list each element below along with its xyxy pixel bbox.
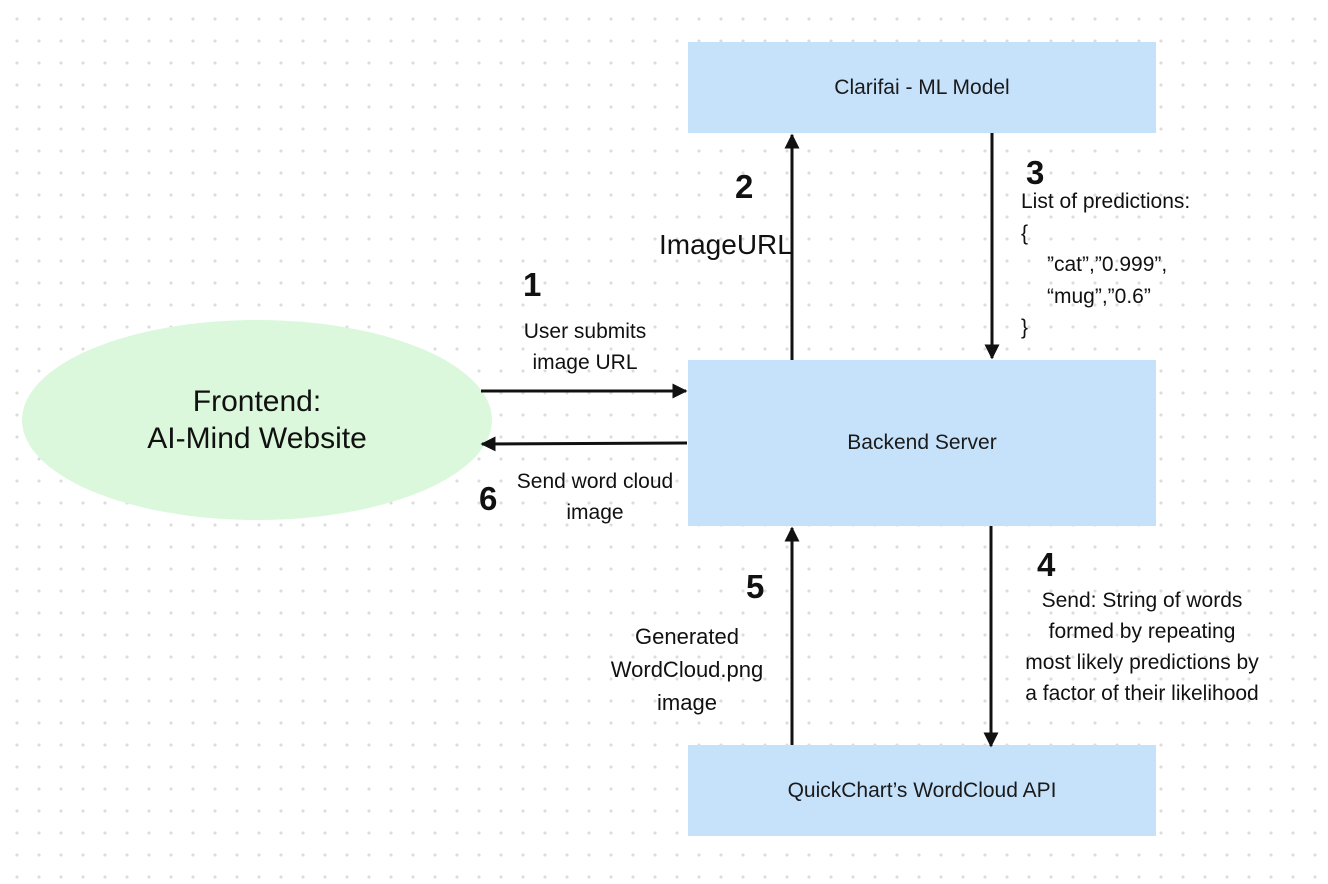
frontend-title: Frontend: — [192, 385, 322, 418]
clarifai-ml-model-box: Clarifai - ML Model — [688, 42, 1156, 133]
step-1-line-1: User submits — [523, 320, 647, 343]
step-5-line-1: Generated — [635, 624, 739, 649]
step-3-predictions: List of predictions: { ”cat”,”0.999”, “m… — [1021, 186, 1281, 344]
step-6-label: Send word cloud image — [500, 466, 690, 528]
step-1-line-2: image URL — [532, 351, 638, 374]
step-3-number: 3 — [1026, 154, 1045, 191]
step-5-line-2: WordCloud.png — [610, 657, 764, 682]
step-4-line-2: formed by repeating — [1048, 620, 1236, 643]
step-6-number: 6 — [479, 480, 498, 517]
step-2-label: ImageURL — [659, 229, 793, 260]
frontend-subtitle: AI-Mind Website — [147, 422, 367, 455]
step-4-label: Send: String of words formed by repeatin… — [1000, 585, 1284, 709]
step-3-prediction-2: “mug”,”0.6” — [1047, 284, 1151, 308]
step-5-label: Generated WordCloud.png image — [587, 620, 787, 719]
step-1-number: 1 — [523, 266, 542, 303]
step-6-line-1: Send word cloud — [516, 470, 674, 493]
step-3-close-brace: } — [1021, 316, 1029, 339]
backend-label: Backend Server — [847, 431, 997, 454]
step-4-line-3: most likely predictions by — [1025, 651, 1259, 674]
step-5-line-3: image — [657, 690, 717, 715]
step-4-line-4: a factor of their likelihood — [1025, 682, 1259, 705]
quickchart-label: QuickChart’s WordCloud API — [787, 778, 1057, 802]
step-3-open-brace: { — [1021, 221, 1029, 245]
step-3-title: List of predictions: — [1021, 190, 1191, 213]
step-1-label: User submits image URL — [495, 316, 675, 378]
clarifai-label: Clarifai - ML Model — [834, 75, 1010, 99]
step-3-prediction-1: ”cat”,”0.999”, — [1047, 253, 1168, 276]
step-6-line-2: image — [566, 501, 624, 524]
backend-server-box: Backend Server — [688, 360, 1156, 526]
arrow-6-backend-to-frontend — [480, 436, 688, 452]
frontend-ellipse: Frontend: AI-Mind Website — [22, 320, 492, 520]
step-2-number: 2 — [735, 168, 754, 205]
quickchart-wordcloud-api-box: QuickChart’s WordCloud API — [688, 745, 1156, 836]
step-5-number: 5 — [746, 568, 765, 605]
step-4-number: 4 — [1037, 546, 1056, 583]
step-4-line-1: Send: String of words — [1041, 589, 1243, 612]
